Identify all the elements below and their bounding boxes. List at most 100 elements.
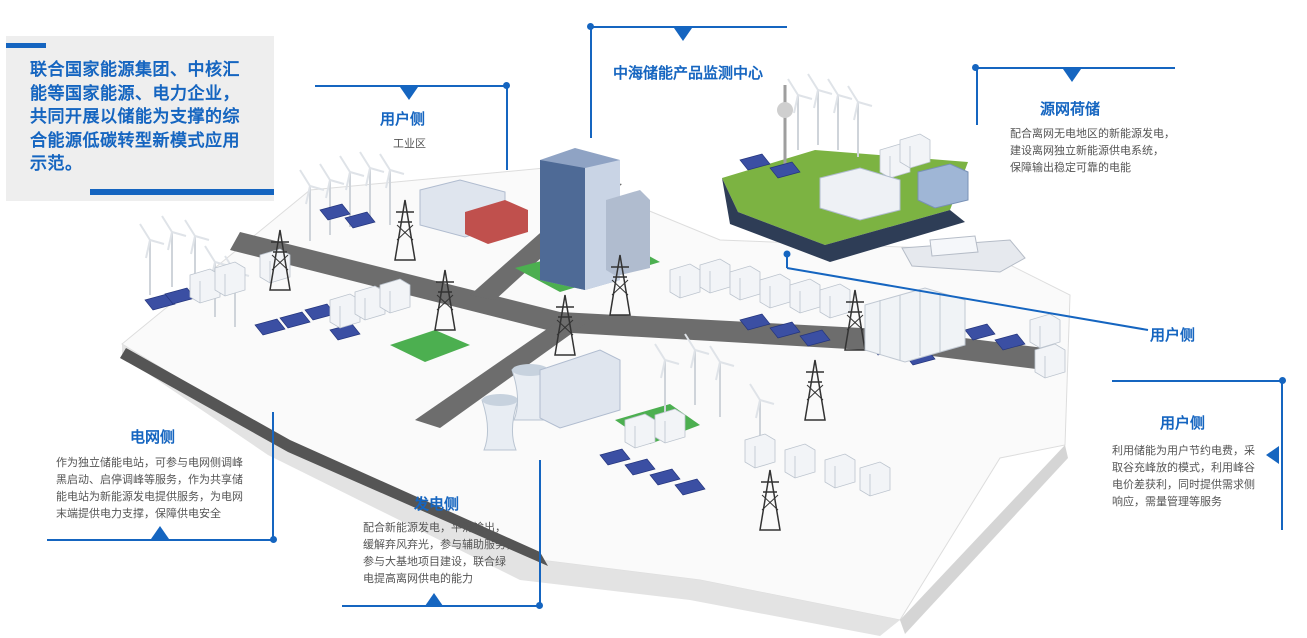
desc-line: 响应，需量管理等服务 (1112, 496, 1222, 508)
desc-line: 作为独立储能电站，可参与电网侧调峰 (56, 457, 243, 469)
callout-vline-industrial (506, 85, 508, 170)
source-grid-load-storage-desc: 配合离网无电地区的新能源发电， 建设离网独立新能源供电系统， 保障输出稳定可靠的… (1010, 126, 1180, 177)
road-diagonal-bottom (415, 320, 585, 428)
transmission-tower-icon (269, 229, 291, 291)
solar-panel-icon (649, 468, 681, 486)
greenhouse-icon (864, 287, 966, 363)
transmission-tower-icon (759, 469, 781, 531)
solar-panel-icon (144, 293, 176, 311)
user-side-industrial-title: 用户侧 (380, 111, 426, 128)
solar-panel-icon (254, 318, 286, 336)
storage-container-icon (699, 258, 731, 294)
wind-turbine-icon (654, 343, 680, 415)
callout-vline-source-grid (976, 67, 978, 125)
wind-turbine-icon (359, 151, 385, 223)
callout-vline-grid (272, 412, 274, 540)
wind-turbine-icon (827, 78, 853, 150)
callout-vline-user-right (1281, 380, 1283, 530)
storage-container-icon (654, 408, 686, 444)
solar-panel-icon (994, 333, 1026, 351)
cooling-tower-icon (481, 364, 549, 451)
solar-panel-icon (769, 321, 801, 339)
office-building-icon (540, 148, 650, 290)
wind-turbine-icon (684, 333, 710, 405)
user-side-industrial-subtitle: 工业区 (393, 138, 426, 150)
wind-turbine-icon (847, 85, 873, 157)
island-base (722, 178, 965, 262)
wind-turbine-icon (807, 73, 833, 145)
storage-container-icon (189, 268, 221, 304)
callout-vline-monitoring (590, 26, 592, 138)
road-edge (120, 348, 548, 566)
transmission-tower-icon (804, 359, 826, 421)
storage-container-icon (329, 293, 361, 329)
solar-panel-icon (279, 311, 311, 329)
desc-line: 保障输出稳定可靠的电能 (1010, 162, 1131, 174)
solar-panel-icon (599, 448, 631, 466)
grid-side-title: 电网侧 (130, 429, 176, 446)
transmission-tower-icon (554, 294, 576, 356)
solar-panel-icon (739, 153, 771, 171)
callout-line-industrial (315, 85, 509, 87)
callout-arrow-user-right (1266, 446, 1279, 464)
solar-panel-icon (769, 161, 801, 179)
storage-container-icon (899, 133, 931, 169)
callout-dot-industrial (503, 82, 510, 89)
transmission-towers (269, 199, 866, 531)
callout-dot-grid (270, 536, 277, 543)
monitoring-tower-icon (777, 85, 793, 175)
callout-line-user-right (1112, 380, 1284, 382)
user-side-right-title: 用户侧 (1160, 415, 1206, 432)
solar-panel-icon (799, 329, 831, 347)
storage-container-icon (669, 263, 701, 299)
intro-accent-bar-bottom (90, 189, 274, 195)
callout-arrow-source-grid (1063, 69, 1081, 82)
solar-panel-icon (344, 211, 376, 229)
callout-arrow-industrial (400, 87, 418, 100)
source-grid-load-storage-title: 源网荷储 (1040, 101, 1101, 118)
callout-arrow-generation (425, 593, 443, 606)
wind-turbine-icon (379, 153, 405, 225)
desc-line: 能电站为新能源发电提供服务，为电网 (56, 491, 243, 503)
callout-arrow-monitoring (674, 28, 692, 41)
wind-turbine-icon (139, 223, 165, 295)
desc-line: 配合离网无电地区的新能源发电， (1010, 128, 1175, 140)
storage-container-icon (824, 453, 856, 489)
desc-line: 黑启动、启停调峰等服务，作为共享储 (56, 474, 243, 486)
intro-box: 联合国家能源集团、中核汇能等国家能源、电力企业，共同开展以储能为支撑的综合能源低… (6, 36, 274, 201)
wind-turbine-icon (709, 345, 735, 417)
desc-line: 缓解弃风弃光，参与辅助服务， (363, 539, 517, 551)
storage-container-icon (729, 265, 761, 301)
storage-container-icon (744, 433, 776, 469)
transmission-tower-icon (394, 199, 416, 261)
intro-accent-bar-top (6, 43, 46, 48)
ship-icon (901, 235, 1026, 273)
solar-panel-icon (674, 478, 706, 496)
transmission-tower-icon (609, 254, 631, 316)
solar-panel-icon (319, 203, 351, 221)
wind-turbine-icon (787, 78, 813, 150)
callout-dot-source-grid (972, 64, 979, 71)
wind-turbine-icon (161, 215, 187, 287)
monitoring-center-title: 中海储能产品监测中心 (613, 65, 764, 82)
storage-container-icon (624, 413, 656, 449)
intro-text: 联合国家能源集团、中核汇能等国家能源、电力企业，共同开展以储能为支撑的综合能源低… (30, 60, 240, 173)
desc-line: 末端提供电力支撑，保障供电安全 (56, 508, 221, 520)
solar-panel-icon (624, 458, 656, 476)
desc-line: 建设离网独立新能源供电系统， (1010, 145, 1164, 157)
generation-side-title: 发电侧 (414, 496, 460, 513)
user-side-middle-title: 用户侧 (1150, 327, 1196, 344)
storage-container-icon (859, 461, 891, 497)
storage-container-icon (354, 285, 386, 321)
road-horizontal (230, 232, 1060, 372)
storage-container-icon (759, 273, 791, 309)
callout-line-user-middle (783, 250, 1149, 331)
wind-turbine-icon (299, 169, 325, 241)
grass-field (390, 330, 470, 362)
solar-panel-icon (964, 323, 996, 341)
storage-container-icon (1034, 343, 1066, 379)
storage-container-icon (379, 278, 411, 314)
storage-container-icon (214, 261, 246, 297)
storage-container-icon (259, 248, 291, 284)
